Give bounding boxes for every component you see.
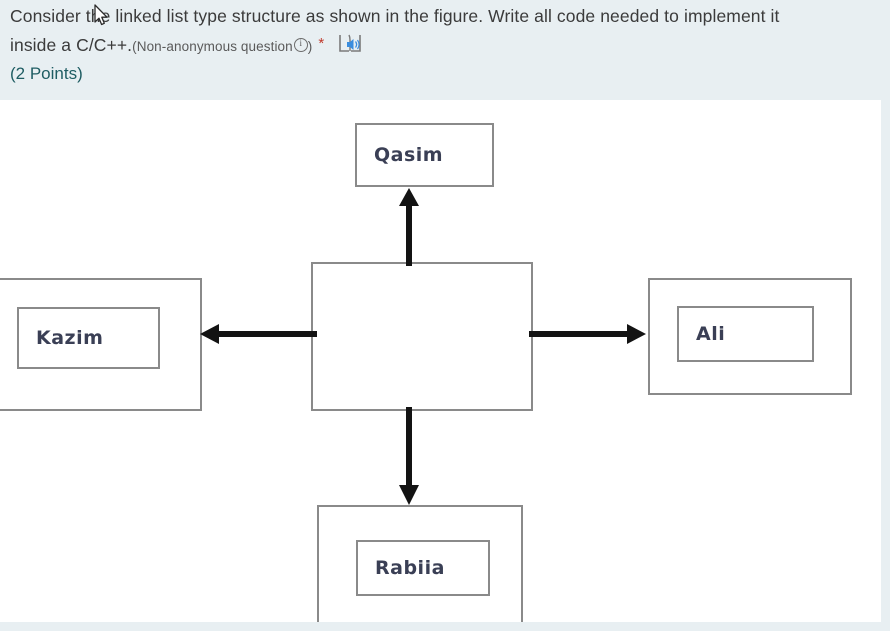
right-edge-strip <box>881 100 890 631</box>
question-prompt: Consider the linked list type structure … <box>10 3 810 60</box>
node-rabiia-label: Rabiia <box>375 557 445 579</box>
linked-list-diagram: Qasim Kazim Ali Rabiia <box>0 100 890 631</box>
node-ali-label: Ali <box>696 323 726 345</box>
arrow-right-to-ali <box>529 324 646 344</box>
node-ali-inner-box: Ali <box>677 306 814 362</box>
arrow-up-to-qasim <box>399 188 419 266</box>
node-kazim-label: Kazim <box>36 327 104 349</box>
info-circle-icon[interactable] <box>293 37 308 52</box>
node-rabiia: Rabiia <box>317 505 523 625</box>
bottom-edge-strip <box>0 622 890 631</box>
anonymity-note: (Non-anonymous question) <box>132 37 313 54</box>
node-rabiia-inner-box: Rabiia <box>356 540 490 596</box>
question-prompt-line1: Consider the linked list type structure … <box>10 6 679 26</box>
question-prompt-line2: implement it inside a C/C++. <box>10 6 780 55</box>
node-kazim-inner-box: Kazim <box>17 307 160 369</box>
node-qasim: Qasim <box>355 123 494 187</box>
arrow-down-to-rabiia <box>399 407 419 505</box>
anonymity-note-close: ) <box>307 39 313 54</box>
question-header-panel: Consider the linked list type structure … <box>0 0 890 100</box>
node-qasim-label: Qasim <box>374 144 444 166</box>
required-marker: * <box>318 35 325 52</box>
arrow-left-to-kazim <box>200 324 317 344</box>
immersive-reader-speaker-icon[interactable] <box>338 33 362 55</box>
node-kazim: Kazim <box>0 278 202 411</box>
points-label: (2 Points) <box>10 64 83 83</box>
node-ali: Ali <box>648 278 852 395</box>
anonymity-note-open: (Non-anonymous question <box>132 39 293 54</box>
node-center-head <box>311 262 533 411</box>
